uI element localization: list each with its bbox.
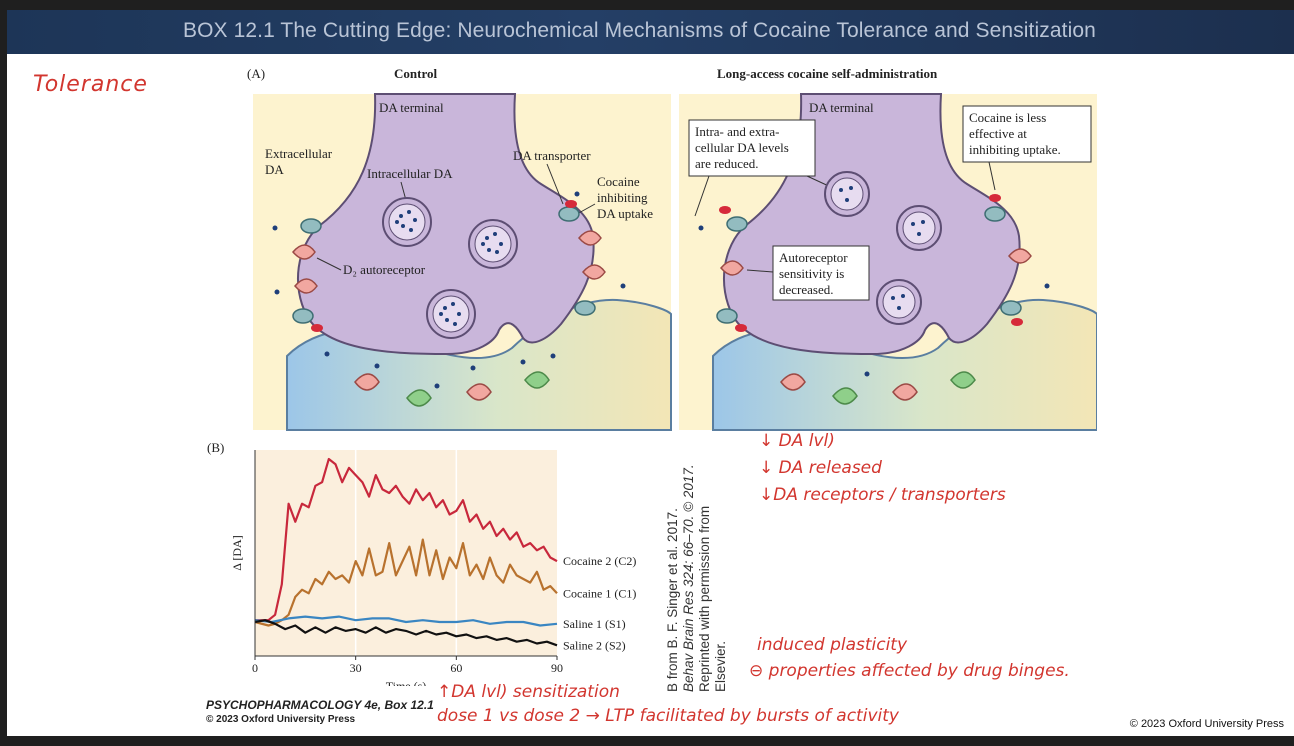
svg-text:decreased.: decreased.: [779, 282, 834, 297]
figure-b-label: (B): [207, 440, 225, 455]
note-plasticity-1: induced plasticity: [757, 635, 908, 655]
vesicle: [896, 205, 942, 251]
da-terminal-label-long-access: DA terminal: [809, 100, 874, 115]
note-da-lvl: ↓ DA lvl): [759, 431, 835, 451]
series-label: Cocaine 2 (C2): [563, 554, 636, 568]
credit-line-1: B from B. F. Singer et al. 2017.: [665, 508, 680, 692]
credit-line-2: Behav Brain Res 324: 66–70. © 2017.: [681, 464, 696, 692]
slide-title: BOX 12.1 The Cutting Edge: Neurochemical…: [183, 19, 1096, 42]
credit-line-3: Reprinted with permission from: [697, 505, 712, 692]
cocaine-leader-line: [576, 203, 596, 215]
lecture-slide: BOX 12.1 The Cutting Edge: Neurochemical…: [7, 10, 1294, 736]
vesicle-da-dots-long-access: [839, 186, 925, 310]
handwritten-tolerance: Tolerance: [33, 72, 148, 97]
series-line: [254, 619, 558, 647]
note-da-released: ↓ DA released: [759, 458, 882, 478]
transporter-leader-line: [546, 163, 564, 205]
book-title: PSYCHOPHARMACOLOGY 4e, Box 12.1: [206, 698, 434, 712]
da-transporters-long-access: [716, 206, 1022, 324]
vesicle: [876, 279, 922, 325]
x-tick-label: 0: [252, 661, 258, 675]
long-access-title: Long-access cocaine self-administration: [717, 66, 938, 81]
handwritten-da-notes: ↓ DA lvl) ↓ DA released ↓DA receptors / …: [759, 428, 1006, 509]
extracellular-da-label-2: DA: [265, 162, 284, 177]
da-transporters: [292, 206, 596, 324]
svg-text:Cocaine is less: Cocaine is less: [969, 110, 1046, 125]
handwritten-sensitization-notes: ↑DA lvl) sensitization dose 1 vs dose 2 …: [437, 680, 899, 728]
vesicle: [824, 171, 870, 217]
cocaine-label-3: DA uptake: [597, 206, 653, 221]
d2-leader-line: [316, 257, 342, 271]
credit-line-4: Elsevier.: [713, 640, 728, 692]
x-tick-label: 90: [551, 661, 563, 675]
svg-text:sensitivity is: sensitivity is: [779, 266, 844, 281]
d2-autoreceptor-label: D₂ autoreceptor: [343, 262, 426, 277]
callout-autoreceptor: Autoreceptor sensitivity is decreased.: [746, 245, 870, 301]
chart-labels: Time (s) Δ [DA] Cocaine 2 (C2) Cocaine 1 (C…: [230, 535, 636, 686]
vesicle-da-dots: [395, 210, 503, 326]
figure-a-label: (A): [247, 66, 266, 81]
note-sensitization-1: ↑DA lvl) sensitization: [437, 682, 620, 702]
cocaine-molecules-long-access: [719, 194, 1023, 332]
handwritten-plasticity-notes: induced plasticity ⊖ properties affected…: [749, 632, 1070, 684]
da-line-chart: 0 30 60 90 Time (s) Δ [DA] Cocaine 2 (C2) Coca…: [230, 450, 636, 686]
series-lines: [254, 457, 558, 647]
axes: 0 30 60 90: [252, 450, 563, 675]
postsynaptic-receptors: [354, 371, 550, 407]
series-label: Saline 2 (S2): [563, 638, 626, 652]
extracellular-da-dots: [272, 191, 626, 389]
series-line: [255, 457, 558, 622]
svg-text:are reduced.: are reduced.: [695, 156, 759, 171]
figure-credit: B from B. F. Singer et al. 2017. Behav B…: [665, 432, 729, 692]
postsynaptic-receptors-long-access: [780, 371, 976, 405]
svg-text:inhibiting uptake.: inhibiting uptake.: [969, 142, 1061, 157]
da-terminal-control: [296, 93, 595, 356]
da-transporter-label: DA transporter: [513, 148, 591, 163]
intracellular-da-label: Intracellular DA: [367, 166, 453, 181]
title-bar: BOX 12.1 The Cutting Edge: Neurochemical…: [7, 10, 1294, 54]
note-sensitization-2: dose 1 vs dose 2 → LTP facilitated by bu…: [437, 706, 899, 726]
slide-copyright: © 2023 Oxford University Press: [1129, 718, 1284, 730]
cocaine-label-2: inhibiting: [597, 190, 648, 205]
control-panel: DA terminal Extracellular DA Intracellul…: [253, 93, 672, 431]
series-label: Cocaine 1 (C1): [563, 586, 636, 600]
control-title: Control: [394, 66, 438, 81]
long-access-panel: DA terminal Intra- and extra- cellular D…: [679, 93, 1097, 431]
y-axis-label: Δ [DA]: [230, 535, 244, 570]
vesicle: [382, 197, 432, 247]
d2-autoreceptors-long-access: [720, 248, 1032, 276]
x-tick-label: 60: [450, 661, 462, 675]
callout-levels: Intra- and extra- cellular DA levels are…: [688, 119, 834, 217]
extracellular-da-label-1: Extracellular: [265, 146, 333, 161]
note-da-receptors: ↓DA receptors / transporters: [759, 485, 1006, 505]
series-line: [254, 615, 558, 627]
svg-text:cellular DA levels: cellular DA levels: [695, 140, 789, 155]
book-copyright: © 2023 Oxford University Press: [206, 714, 356, 725]
synapse-diagram: DA terminal Extracellular DA Intracellul…: [253, 93, 1097, 431]
cocaine-molecules: [311, 200, 577, 332]
svg-text:Intra- and extra-: Intra- and extra-: [695, 124, 779, 139]
d2-autoreceptors: [292, 230, 606, 294]
x-tick-label: 30: [350, 661, 362, 675]
svg-text:Autoreceptor: Autoreceptor: [779, 250, 848, 265]
da-terminal-label: DA terminal: [379, 100, 444, 115]
svg-text:effective at: effective at: [969, 126, 1027, 141]
vesicle: [468, 219, 518, 269]
series-line: [254, 538, 558, 627]
series-label: Saline 1 (S1): [563, 617, 626, 631]
callout-cocaine: Cocaine is less effective at inhibiting …: [962, 105, 1092, 191]
extracellular-da-dots-long-access: [698, 225, 1050, 377]
x-axis-label: Time (s): [386, 679, 427, 686]
vesicle: [426, 289, 476, 339]
cocaine-label-1: Cocaine: [597, 174, 640, 189]
note-plasticity-2: ⊖ properties affected by drug binges.: [749, 661, 1070, 681]
